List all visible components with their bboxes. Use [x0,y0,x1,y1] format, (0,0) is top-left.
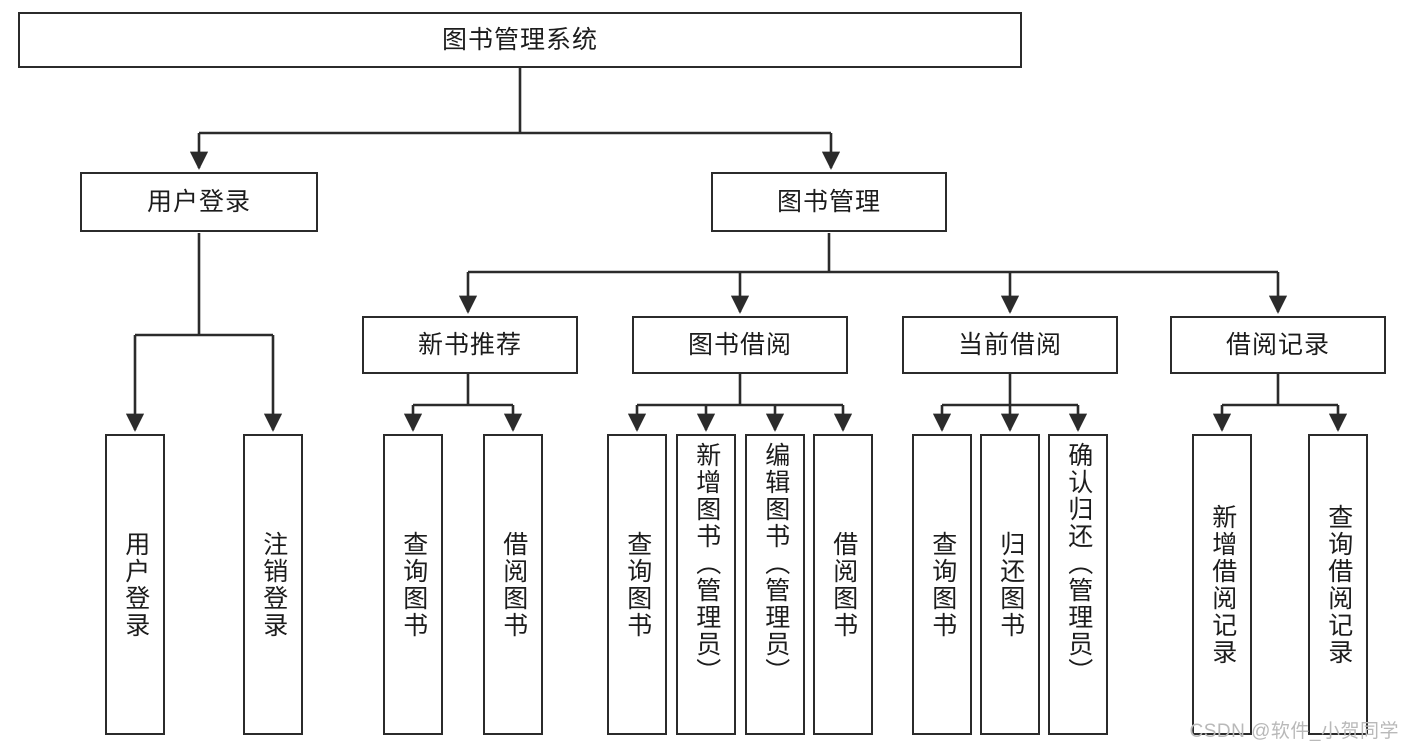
node-label: 图书管理 [776,188,881,216]
leaf-borrow-book-borrow[interactable]: 借阅图书 [813,434,873,735]
leaf-edit-book-admin[interactable]: 编辑图书（管理员） [745,434,805,735]
leaf-label: 查询图书 [928,530,957,639]
leaf-borrow-book-recommend[interactable]: 借阅图书 [483,434,543,735]
leaf-label: 借阅图书 [829,530,858,639]
leaf-label: 确认归还（管理员） [1064,442,1093,685]
leaf-add-borrow-record[interactable]: 新增借阅记录 [1192,434,1252,735]
leaf-label: 编辑图书（管理员） [761,442,790,685]
leaf-query-book-recommend[interactable]: 查询图书 [383,434,443,735]
node-book-borrow[interactable]: 图书借阅 [632,316,848,374]
node-label: 图书管理系统 [441,26,598,54]
leaf-label: 查询图书 [623,530,652,639]
leaf-label: 借阅图书 [499,530,528,639]
leaf-label: 新增图书（管理员） [692,442,721,685]
leaf-label: 新增借阅记录 [1208,503,1237,666]
leaf-label: 注销登录 [259,530,288,639]
node-label: 图书借阅 [687,331,792,359]
node-book-management[interactable]: 图书管理 [711,172,947,232]
node-label: 用户登录 [146,188,251,216]
leaf-label: 用户登录 [121,530,150,639]
leaf-add-book-admin[interactable]: 新增图书（管理员） [676,434,736,735]
leaf-confirm-return-admin[interactable]: 确认归还（管理员） [1048,434,1108,735]
node-user-login[interactable]: 用户登录 [80,172,318,232]
leaf-label: 查询借阅记录 [1324,503,1353,666]
leaf-query-borrow-record[interactable]: 查询借阅记录 [1308,434,1368,735]
node-current-borrow[interactable]: 当前借阅 [902,316,1118,374]
leaf-label: 查询图书 [399,530,428,639]
leaf-logout[interactable]: 注销登录 [243,434,303,735]
node-label: 借阅记录 [1225,331,1330,359]
node-label: 新书推荐 [417,331,522,359]
csdn-watermark: CSDN @软件_小贺同学 [1189,721,1399,742]
leaf-return-book[interactable]: 归还图书 [980,434,1040,735]
node-root-book-management-system[interactable]: 图书管理系统 [18,12,1022,68]
leaf-user-login[interactable]: 用户登录 [105,434,165,735]
node-label: 当前借阅 [957,331,1062,359]
leaf-query-book-current[interactable]: 查询图书 [912,434,972,735]
leaf-query-book-borrow[interactable]: 查询图书 [607,434,667,735]
leaf-label: 归还图书 [996,530,1025,639]
node-new-book-recommend[interactable]: 新书推荐 [362,316,578,374]
node-borrow-record[interactable]: 借阅记录 [1170,316,1386,374]
